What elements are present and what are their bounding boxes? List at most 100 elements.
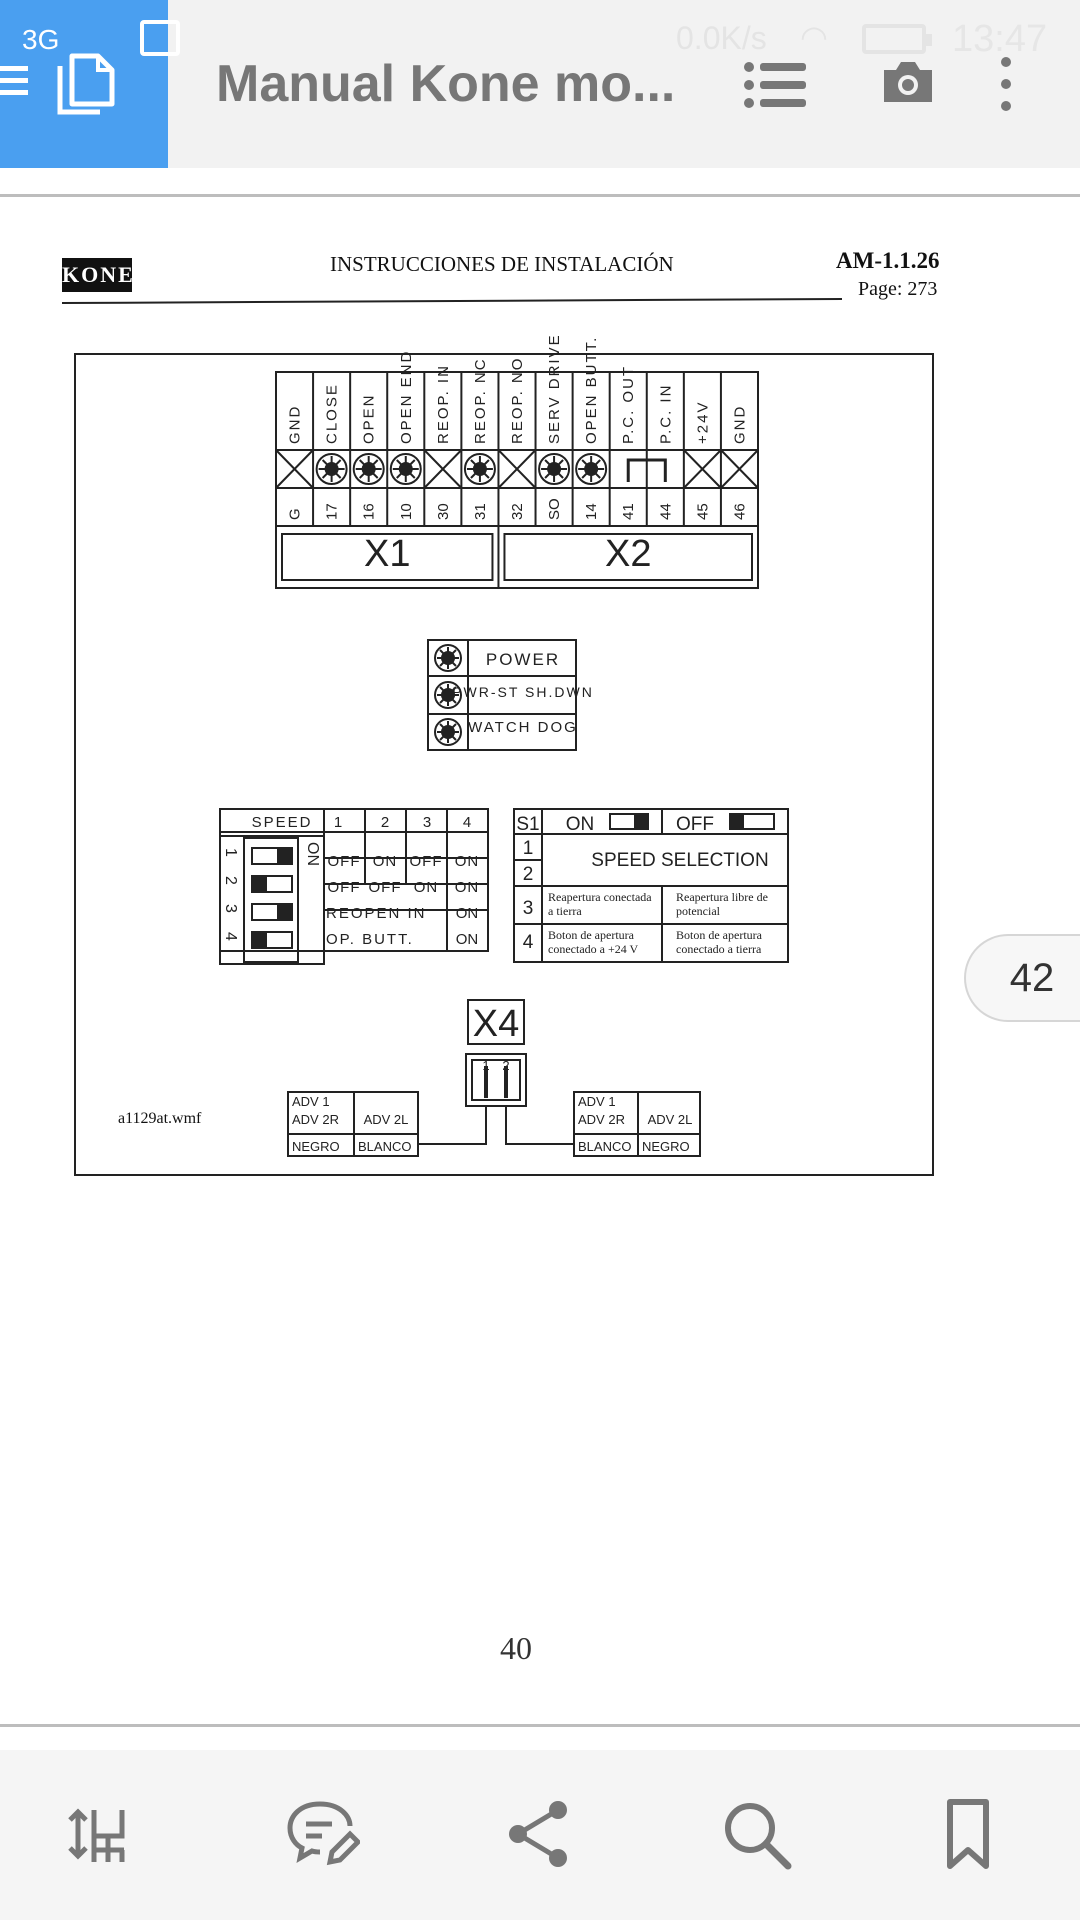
page-divider [0, 194, 1080, 197]
x1-label: X1 [364, 533, 410, 575]
terminal-3-icon [352, 453, 385, 485]
terminal-label: OPEN BUTT. [583, 336, 600, 444]
dip-speed-label: SPEED [252, 814, 313, 831]
s1-cell-row3-left: Reapertura conectada a tierra [548, 890, 652, 918]
terminal-2-icon [315, 453, 348, 485]
adv-left-blanco: BLANCO [358, 1139, 411, 1154]
x4-pin-2: 2 [502, 1058, 509, 1073]
dip-switch-number: 4 [222, 932, 239, 941]
gallery-notification-icon [140, 20, 180, 56]
terminal-9-icon [575, 453, 608, 485]
dip-col-header: 2 [381, 814, 389, 831]
diagram-frame [74, 353, 934, 1176]
x2-label: X2 [605, 533, 651, 575]
led-pwrst-label: PWR-ST SH.DWN [452, 684, 594, 700]
led-pwrst-icon [434, 681, 462, 709]
adv-right-2r: ADV 2R [578, 1112, 625, 1127]
share-icon[interactable] [500, 1796, 576, 1872]
s1-row-number: 3 [523, 898, 534, 919]
network-speed: 0.0K/s [676, 20, 767, 56]
terminal-number: 45 [694, 503, 711, 520]
dip-switches [251, 847, 293, 949]
signal-indicator: 3G [22, 24, 60, 55]
files-icon [57, 53, 115, 115]
terminal-number: 14 [583, 503, 600, 520]
dip-cell: OFF [410, 853, 443, 870]
dip-col-header: 1 [334, 814, 342, 831]
search-icon[interactable] [718, 1796, 794, 1872]
s1-off-switch-marker [730, 814, 744, 829]
terminal-label: GND [287, 405, 304, 444]
terminal-label: REOP. NO [509, 357, 526, 444]
terminal-label: CLOSE [324, 383, 341, 444]
adv-left-negro: NEGRO [292, 1139, 340, 1154]
x4-connector [418, 999, 574, 1145]
s1-cell-row3-right: Reapertura libre de potencial [676, 890, 768, 918]
terminal-label: REOP. IN [435, 364, 452, 444]
terminal-number: G [287, 508, 304, 520]
adv-left-top: ADV 1 [292, 1094, 330, 1109]
led-block [427, 639, 577, 751]
terminal-number: 41 [620, 503, 637, 520]
x4-label: X4 [473, 1003, 519, 1045]
dip-cell: OFF [328, 879, 361, 896]
reflow-icon[interactable] [64, 1796, 140, 1872]
dip-col-header: 3 [423, 814, 431, 831]
camera-icon[interactable] [880, 58, 936, 106]
terminal-number: 44 [657, 503, 674, 520]
handwritten-page-number: 40 [500, 1630, 532, 1666]
header-page-number: Page: 273 [858, 278, 938, 300]
adv-left-2l: ADV 2L [364, 1112, 409, 1127]
dip-switch-table [219, 808, 489, 965]
terminal-5-icon [423, 449, 463, 489]
terminal-12-icon [683, 449, 722, 489]
dip-cell-reopen: REOPEN IN [326, 905, 427, 922]
terminal-1-icon [275, 449, 314, 489]
terminal-number: 17 [324, 503, 341, 520]
battery-icon [862, 24, 932, 54]
terminal-label: GND [731, 405, 748, 444]
adv-right-box [573, 1091, 701, 1157]
terminal-label: P.C. IN [657, 384, 674, 444]
terminal-label: SERV DRIVE [546, 333, 563, 444]
adv-right-negro: NEGRO [642, 1139, 690, 1154]
dip-switch-number: 1 [222, 848, 239, 857]
dip-cell: ON [456, 905, 479, 922]
dip-switch-number: 2 [222, 876, 239, 885]
dip-cell: OFF [328, 853, 361, 870]
pc-bridge-icon [626, 458, 667, 482]
terminal-7-icon [497, 449, 537, 489]
list-icon[interactable] [744, 62, 806, 108]
x4-pin-1: 1 [482, 1058, 489, 1073]
comment-edit-icon[interactable] [284, 1796, 360, 1872]
dip-cell: ON [456, 931, 479, 948]
wifi-icon: ◠ [800, 19, 828, 55]
adv-left-2r: ADV 2R [292, 1112, 339, 1127]
adv-right-2l: ADV 2L [648, 1112, 693, 1127]
adv-right-top: ADV 1 [578, 1094, 616, 1109]
terminal-number: 31 [472, 503, 489, 520]
status-bar: 3G 0.0K/s ◠ 13:47 [0, 0, 1080, 72]
s1-cell-row4-left: Boton de apertura conectado a +24 V [548, 928, 639, 956]
terminal-8-icon [538, 453, 571, 485]
terminal-number: 30 [435, 503, 452, 520]
dip-switch-number: 3 [222, 904, 239, 913]
terminal-number: 46 [731, 503, 748, 520]
s1-table [513, 808, 789, 963]
dip-cell-opbutt: OP. BUTT. [326, 931, 414, 948]
s1-on-switch-marker [634, 814, 648, 829]
more-vert-icon[interactable] [994, 56, 1018, 112]
document-title: Manual Kone mo... [216, 55, 676, 113]
clock: 13:47 [952, 18, 1048, 60]
kone-logo: KONE [62, 258, 133, 292]
led-watchdog-icon [434, 718, 462, 746]
dip-cell: OFF [369, 879, 402, 896]
terminal-6-icon [463, 453, 496, 485]
menu-icon[interactable] [0, 66, 28, 96]
page-indicator-badge[interactable]: 42 [964, 934, 1080, 1022]
bookmark-icon[interactable] [930, 1796, 1006, 1872]
s1-row-number: 1 [523, 838, 534, 859]
terminal-label: OPEN END [398, 350, 415, 444]
